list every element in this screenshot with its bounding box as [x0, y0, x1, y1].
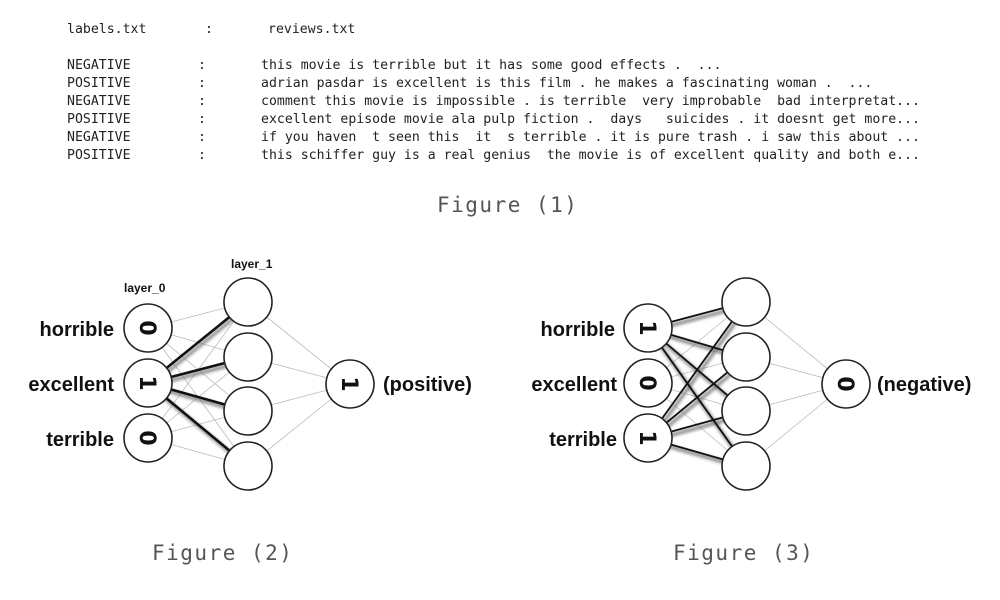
row-separator: :: [198, 112, 206, 127]
row-separator: :: [198, 130, 206, 145]
hidden-node: [721, 277, 771, 327]
sentiment-label: POSITIVE: [67, 76, 131, 91]
list-item: POSITIVE : this schiffer guy is a real g…: [0, 148, 1000, 166]
hidden-node: [223, 277, 273, 327]
list-item: NEGATIVE : this movie is terrible but it…: [0, 58, 1000, 76]
output-node: [821, 359, 871, 409]
review-text: adrian pasdar is excellent is this film …: [261, 76, 873, 91]
figure-3-caption: Figure (3): [673, 541, 815, 565]
figure-1: labels.txt : reviews.txt NEGATIVE : this…: [0, 0, 1000, 230]
figure-3-network: 1 0 1 horrible excellent terrible 0 (neg…: [500, 240, 1000, 530]
figure-2-caption: Figure (2): [152, 541, 294, 565]
input-word: horrible: [40, 319, 114, 341]
sentiment-label: NEGATIVE: [67, 58, 131, 73]
output-node: [325, 359, 375, 409]
input-node: [123, 303, 173, 353]
hidden-node: [223, 332, 273, 382]
hidden-node: [721, 441, 771, 491]
layer-1-label: layer_1: [231, 257, 273, 271]
review-text: if you haven t seen this it s terrible .…: [261, 130, 920, 145]
list-item: NEGATIVE : if you haven t seen this it s…: [0, 130, 1000, 148]
list-item: POSITIVE : excellent episode movie ala p…: [0, 112, 1000, 130]
row-separator: :: [198, 58, 206, 73]
input-word: horrible: [541, 319, 615, 341]
input-value: 1: [634, 430, 659, 445]
input-value: 0: [134, 320, 159, 335]
hidden-node: [721, 386, 771, 436]
sentiment-label: NEGATIVE: [67, 94, 131, 109]
review-text: this movie is terrible but it has some g…: [261, 58, 722, 73]
list-item: NEGATIVE : comment this movie is impossi…: [0, 94, 1000, 112]
row-separator: :: [198, 148, 206, 163]
input-value: 1: [134, 375, 159, 390]
review-text: this schiffer guy is a real genius the m…: [261, 148, 920, 163]
input-node: [123, 358, 173, 408]
input-word: excellent: [531, 374, 617, 396]
row-separator: :: [198, 76, 206, 91]
hidden-node: [721, 332, 771, 382]
output-value: 1: [336, 376, 361, 391]
input-node: [623, 303, 673, 353]
sentiment-label: POSITIVE: [67, 112, 131, 127]
input-value: 0: [134, 430, 159, 445]
input-value: 0: [634, 375, 659, 390]
sentiment-label: NEGATIVE: [67, 130, 131, 145]
input-value: 1: [634, 320, 659, 335]
output-value: 0: [832, 376, 857, 391]
output-label: (negative): [877, 374, 971, 396]
input-node: [123, 413, 173, 463]
input-word: terrible: [549, 429, 617, 451]
hidden-node: [223, 386, 273, 436]
output-label: (positive): [383, 374, 472, 396]
input-node: [623, 413, 673, 463]
sentiment-label: POSITIVE: [67, 148, 131, 163]
input-word: excellent: [28, 374, 114, 396]
row-separator: :: [198, 94, 206, 109]
reviews-file-header: reviews.txt: [268, 22, 356, 37]
layer-0-label: layer_0: [124, 281, 166, 295]
figure-2-network: layer_0 layer_1 0 1 0 horrible excellent…: [0, 240, 500, 530]
labels-file-header: labels.txt: [67, 22, 147, 37]
review-text: excellent episode movie ala pulp fiction…: [261, 112, 920, 127]
input-word: terrible: [46, 429, 114, 451]
figure-1-caption: Figure (1): [437, 193, 579, 217]
input-node: [623, 358, 673, 408]
review-text: comment this movie is impossible . is te…: [261, 94, 920, 109]
hidden-node: [223, 441, 273, 491]
header-separator: :: [205, 22, 213, 37]
list-item: POSITIVE : adrian pasdar is excellent is…: [0, 76, 1000, 94]
